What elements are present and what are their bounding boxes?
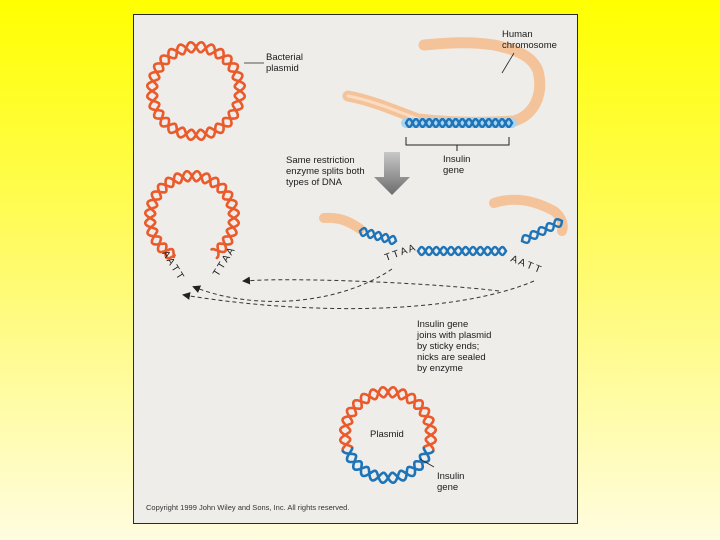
insulin-gene-label-top: Insulin gene — [443, 154, 471, 176]
join-arrow-right — [182, 280, 535, 310]
join-arrow-middle — [242, 276, 500, 292]
cut-plasmid — [144, 170, 240, 260]
helix-strand — [144, 170, 240, 260]
insulin-gene-fragment — [416, 245, 508, 257]
helix-strand — [144, 170, 240, 260]
joins-label: Insulin gene joins with plasmid by stick… — [417, 319, 492, 374]
insulin-gene-label-bottom: Insulin gene — [437, 471, 465, 493]
insulin-gene-leader — [419, 458, 435, 468]
helix-strand — [416, 245, 508, 257]
helix-strand — [341, 446, 431, 484]
insulin-gene-segment-top — [401, 118, 517, 128]
bacterial-plasmid-label: Bacterial plasmid — [266, 52, 303, 74]
join-arrow-left — [192, 268, 393, 302]
helix-strand — [345, 446, 435, 484]
sticky-end-aatt-left: A A T T — [159, 249, 185, 282]
chromosome-leader — [501, 52, 515, 74]
dna-diagram: A A T T T T A A T T A A A A T T — [144, 37, 568, 484]
human-chromosome-label: Human chromosome — [502, 29, 557, 51]
restriction-enzyme-label: Same restriction enzyme splits both type… — [286, 155, 365, 188]
human-chromosome — [342, 37, 546, 128]
diagram-panel: A A T T T T A A T T A A A A T T Bacteria… — [133, 14, 578, 524]
sticky-end-aatt-gene: A A T T — [509, 254, 543, 276]
helix-strand — [358, 226, 398, 244]
process-arrow — [374, 152, 410, 195]
helix-strand — [339, 386, 437, 453]
helix-strand — [404, 118, 514, 128]
sticky-end-ttaa-gene: T T A A — [383, 243, 417, 264]
insulin-gene-bracket — [405, 137, 510, 151]
helix-strand — [520, 219, 564, 244]
chromosome-fragment-right — [489, 194, 568, 236]
chromosome-fragment-left — [319, 212, 365, 234]
helix-strand — [339, 386, 437, 453]
copyright-notice: Copyright 1999 John Wiley and Sons, Inc.… — [146, 503, 350, 512]
insulin-fragment-right — [520, 218, 564, 244]
recombinant-plasmid — [339, 386, 437, 484]
bacterial-plasmid — [146, 41, 246, 141]
helix-strand — [358, 228, 398, 246]
insulin-fragment-left — [358, 226, 398, 246]
plasmid-label: Plasmid — [370, 429, 404, 440]
helix-strand — [520, 218, 564, 243]
helix-strand — [146, 41, 246, 141]
